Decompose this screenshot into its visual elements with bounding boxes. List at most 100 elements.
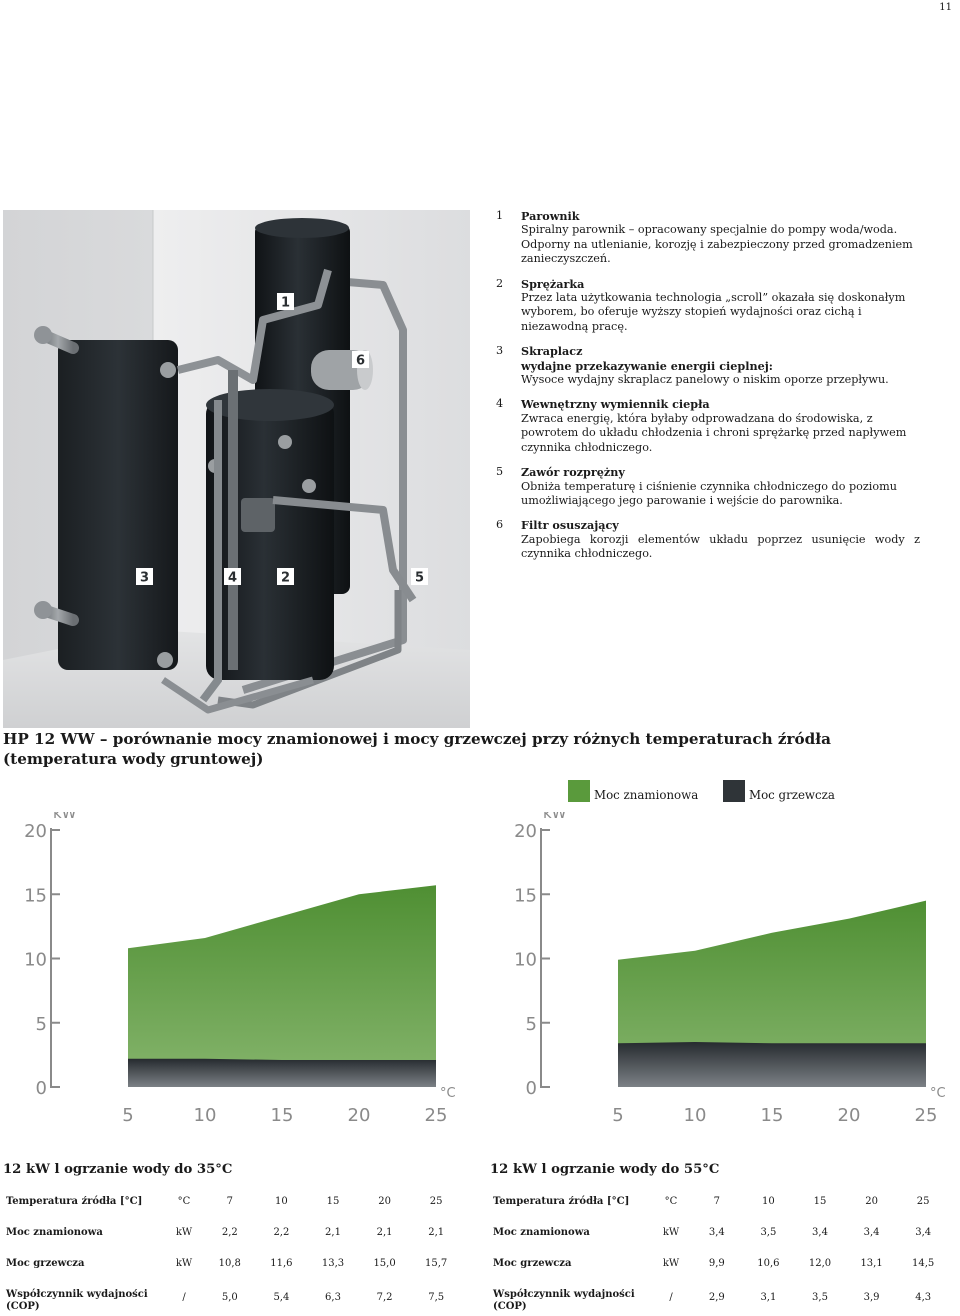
section-heading: HP 12 WW – porównanie mocy znamionowej i… (3, 730, 831, 768)
component-2: 2 Sprężarka Przez lata użytkowania techn… (496, 277, 920, 335)
component-title: Parownik (521, 209, 580, 223)
row-label: Współczynnik wydajności (COP) (6, 1288, 148, 1312)
x-tick-label: 20 (838, 1105, 861, 1126)
x-tick-label: 5 (122, 1105, 133, 1126)
table-cell: 3,5 (812, 1292, 828, 1303)
y-tick-label: 10 (514, 950, 537, 971)
table-cell: 15,0 (373, 1258, 396, 1269)
row-unit: °C (664, 1196, 678, 1207)
table-cell: 25 (916, 1196, 930, 1207)
row-label: Moc znamionowa (493, 1227, 590, 1238)
callout-3: 3 (136, 568, 153, 586)
svg-text:3: 3 (140, 571, 149, 586)
table-cell: 10,6 (757, 1258, 780, 1269)
svg-text:6: 6 (356, 354, 365, 369)
table-cell: 2,2 (273, 1227, 290, 1238)
row-unit: kW (175, 1227, 193, 1238)
table-cell: 9,9 (708, 1258, 725, 1269)
row-unit: kW (662, 1258, 680, 1269)
table-cell: 10,8 (218, 1258, 241, 1269)
x-tick-label: 15 (271, 1105, 294, 1126)
component-4: 4 Wewnętrzny wymiennik ciepła Zwraca ene… (496, 397, 920, 455)
component-description: Spiralny parownik – opracowany specjalni… (521, 223, 913, 266)
row-label: Temperatura źródła [°C] (493, 1196, 630, 1207)
table-cell: 2,9 (708, 1292, 725, 1303)
callout-1: 1 (277, 293, 294, 311)
x-unit-label: °C (930, 1086, 946, 1101)
table-cell: 11,6 (270, 1258, 293, 1269)
callout-6: 6 (352, 351, 369, 369)
legend-swatch-green (568, 780, 590, 802)
table-cell: 20 (378, 1196, 391, 1207)
svg-text:2: 2 (281, 571, 290, 586)
table-cell: 3,1 (760, 1292, 777, 1303)
table-cell: 3,4 (708, 1227, 725, 1238)
table-cell: 15 (326, 1196, 340, 1207)
row-unit: / (669, 1292, 673, 1303)
row-label: Współczynnik wydajności (COP) (493, 1288, 635, 1312)
y-tick-label: 15 (24, 885, 47, 906)
row-unit: kW (175, 1258, 193, 1269)
component-1: 1 Parownik Spiralny parownik – opracowan… (496, 209, 920, 267)
x-tick-label: 25 (915, 1105, 938, 1126)
row-unit: / (182, 1292, 186, 1303)
table-cell: 7,2 (376, 1292, 393, 1303)
table-cell: 3,4 (863, 1227, 880, 1238)
heat-pump-illustration: 1 6 3 4 2 5 (3, 210, 470, 728)
component-title: Filtr osuszający (521, 518, 619, 533)
component-3: 3 Skraplacz wydajne przekazywanie energi… (496, 344, 920, 387)
component-number: 4 (496, 397, 504, 411)
heating-power-area (128, 885, 436, 1087)
table-cell: 3,4 (915, 1227, 932, 1238)
y-tick-label: 5 (526, 1014, 537, 1035)
component-description: Zapobiega korozji elementów układu poprz… (521, 532, 920, 561)
table-cell: 3,9 (863, 1292, 880, 1303)
table-cell: 15 (813, 1196, 827, 1207)
component-number: 6 (496, 518, 504, 532)
svg-text:1: 1 (281, 296, 290, 311)
component-title: Skraplacz (521, 344, 583, 359)
table-cell: 5,4 (273, 1292, 290, 1303)
component-number: 2 (496, 276, 504, 290)
x-tick-label: 5 (612, 1105, 623, 1126)
component-5: 5 Zawór rozprężny Obniża temperaturę i c… (496, 465, 920, 508)
table-cell: 10 (275, 1196, 288, 1207)
x-tick-label: 10 (684, 1105, 707, 1126)
row-unit: kW (662, 1227, 680, 1238)
legend-label: Moc znamionowa (594, 788, 699, 802)
component-description: Obniża temperaturę i ciśnienie czynnika … (521, 479, 897, 507)
x-tick-label: 25 (425, 1105, 448, 1126)
table-cell: 7 (713, 1196, 720, 1207)
rated-power-area (618, 1042, 926, 1087)
rated-power-area (128, 1058, 436, 1087)
legend-label: Moc grzewcza (749, 788, 835, 802)
legend-item-heating: Moc grzewcza (723, 780, 835, 802)
y-tick-label: 15 (514, 885, 537, 906)
table-cell: 7,5 (428, 1292, 445, 1303)
table-cell: 4,3 (915, 1292, 932, 1303)
table-cell: 3,4 (812, 1227, 828, 1238)
callout-5: 5 (411, 568, 428, 586)
table-cell: 2,1 (376, 1227, 393, 1238)
table-cell: 6,3 (325, 1292, 341, 1303)
component-description: Zwraca energię, która byłaby odprowadzan… (521, 411, 907, 454)
component-title: Wewnętrzny wymiennik ciepła (521, 397, 710, 412)
chart-legend: Moc znamionowa Moc grzewcza (568, 780, 928, 806)
svg-text:4: 4 (228, 571, 237, 586)
table-row: Współczynnik wydajności (COP) / 2,9 3,1 3,5 3… (493, 1279, 949, 1316)
table-cell: 2,1 (325, 1227, 341, 1238)
row-unit: °C (177, 1196, 191, 1207)
component-title: Zawór rozprężny (521, 465, 625, 480)
row-label: Moc grzewcza (6, 1258, 85, 1269)
y-unit-label: kW (543, 812, 567, 822)
y-tick-label: 20 (24, 821, 47, 842)
table-heading-55c: 12 kW l ogrzanie wody do 55°C (490, 1162, 720, 1177)
